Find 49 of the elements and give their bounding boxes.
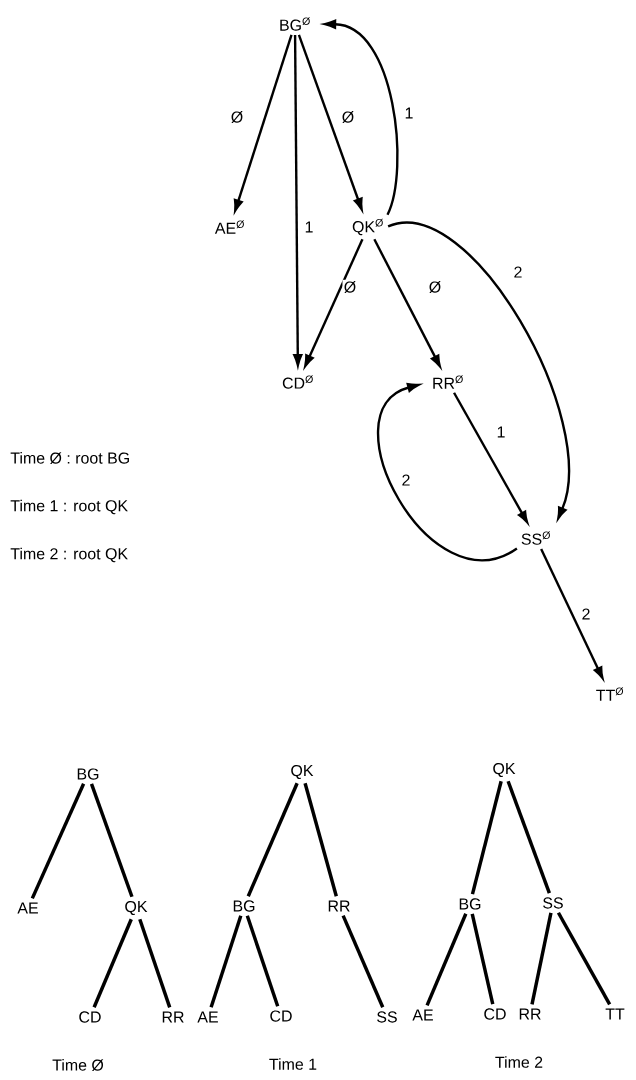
tree-branch: [30, 783, 86, 900]
edge-label: 1: [305, 221, 313, 233]
node-label: AE: [17, 902, 38, 914]
node-label: AE: [412, 1009, 433, 1021]
node-label: CD: [270, 1010, 292, 1022]
node-label: AE: [197, 1011, 218, 1023]
node-label: QK: [291, 764, 314, 780]
node-label: TT$^{Ø}$: [596, 687, 624, 701]
tree-branch: [506, 780, 551, 894]
node-label: SS: [377, 1011, 397, 1023]
caption-text: Time 2: [495, 1056, 543, 1068]
tree-branch: [209, 915, 243, 1008]
tree-branch: [89, 783, 134, 898]
node-label: RR: [162, 1011, 184, 1023]
node-label: SS$^{Ø}$: [521, 531, 551, 545]
edge-label: Ø: [342, 111, 354, 123]
node-label: CD: [484, 1008, 506, 1020]
tree-branch: [556, 911, 612, 1006]
node-label: SS: [543, 897, 563, 909]
node-label: RR: [328, 900, 350, 912]
tree-branch: [530, 912, 553, 1005]
tree-branch: [470, 780, 503, 895]
tree-branch: [341, 914, 385, 1008]
node-label: AE$^{Ø}$: [214, 220, 245, 234]
tree-branch: [138, 918, 172, 1008]
node-label: CD: [79, 1011, 101, 1023]
node-label: CD$^{Ø}$: [282, 375, 313, 389]
edge-label: Ø: [231, 111, 243, 123]
caption-text: Time 2 : root QK: [10, 547, 128, 563]
node-label: TT: [605, 1008, 625, 1020]
node-label: QK: [493, 762, 516, 778]
tree-branch: [92, 918, 133, 1008]
caption-text: Time 1: [269, 1058, 317, 1070]
tree-branch: [425, 913, 468, 1007]
tree-branch: [245, 915, 280, 1007]
node-label: BG$^{Ø}$: [280, 17, 310, 31]
tree-branch: [303, 782, 338, 897]
node-label: BG: [233, 900, 255, 912]
node-label: BG: [77, 768, 99, 780]
caption-text: Time Ø: [52, 1059, 104, 1071]
node-label: RR: [519, 1008, 541, 1020]
caption-text: Time Ø : root BG: [10, 452, 129, 464]
caption-text: Time 1 : root QK: [10, 499, 128, 515]
node-label: BG: [459, 898, 481, 910]
edge-label: 1: [405, 107, 413, 119]
tree-branch: [246, 782, 299, 897]
node-label: QK: [125, 900, 148, 916]
node-label: QK$^{Ø}$: [352, 218, 383, 236]
tree-branch: [470, 913, 495, 1005]
